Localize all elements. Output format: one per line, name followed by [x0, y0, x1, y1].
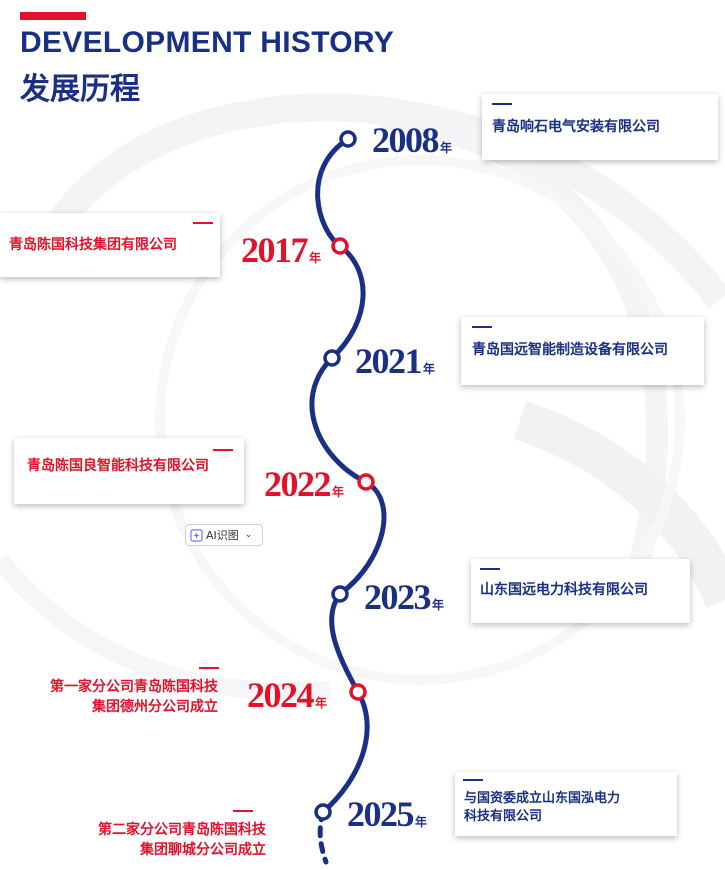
ai-image-recognition-button[interactable]: AI识图 ⌄: [185, 524, 263, 546]
card-accent-dash: [463, 779, 483, 781]
milestone-text: 青岛国远智能制造设备有限公司: [472, 342, 668, 358]
milestone-marker-2023: [331, 585, 349, 603]
page-title-chinese: 发展历程: [20, 72, 140, 107]
milestone-marker-2021: [323, 349, 341, 367]
milestone-text: 青岛陈国良智能科技有限公司: [27, 458, 209, 474]
milestone-text: 第二家分公司青岛陈国科技 集团聊城分公司成立: [98, 822, 266, 858]
milestone-marker-2008: [339, 130, 357, 148]
milestone-text: 山东国远电力科技有限公司: [480, 582, 648, 598]
header-accent-bar: [20, 12, 86, 20]
milestone-text: 青岛响石电气安装有限公司: [492, 119, 660, 135]
milestone-card-final: 第二家分公司青岛陈国科技 集团聊城分公司成立: [40, 808, 270, 868]
card-accent-dash: [233, 810, 253, 812]
milestone-card-2023: 山东国远电力科技有限公司: [471, 559, 690, 623]
sparkle-icon: [190, 528, 203, 542]
ai-badge-label: AI识图: [206, 529, 239, 542]
page-title-english: DEVELOPMENT HISTORY: [20, 26, 395, 59]
milestone-marker-2022: [357, 473, 375, 491]
milestone-text: 青岛陈国科技集团有限公司: [9, 237, 177, 253]
milestone-text: 第一家分公司青岛陈国科技 集团德州分公司成立: [50, 679, 218, 715]
card-accent-dash: [199, 667, 219, 669]
milestone-card-2017: 青岛陈国科技集团有限公司: [0, 213, 220, 277]
card-accent-dash: [193, 222, 213, 224]
card-accent-dash: [480, 568, 500, 570]
milestone-marker-2017: [331, 237, 349, 255]
milestone-marker-2024: [349, 683, 367, 701]
card-accent-dash: [213, 449, 233, 451]
card-accent-dash: [492, 103, 512, 105]
chevron-down-icon: ⌄: [244, 530, 253, 540]
milestone-card-2025: 与国资委成立山东国泓电力 科技有限公司: [455, 772, 677, 836]
milestone-card-2021: 青岛国远智能制造设备有限公司: [461, 317, 704, 385]
milestone-card-2008: 青岛响石电气安装有限公司: [482, 94, 718, 160]
milestone-text: 与国资委成立山东国泓电力 科技有限公司: [464, 791, 621, 824]
card-accent-dash: [472, 326, 492, 328]
milestone-marker-2025: [314, 803, 332, 821]
milestone-card-2024: 第一家分公司青岛陈国科技 集团德州分公司成立: [20, 665, 230, 725]
milestone-card-2022: 青岛陈国良智能科技有限公司: [14, 438, 244, 504]
